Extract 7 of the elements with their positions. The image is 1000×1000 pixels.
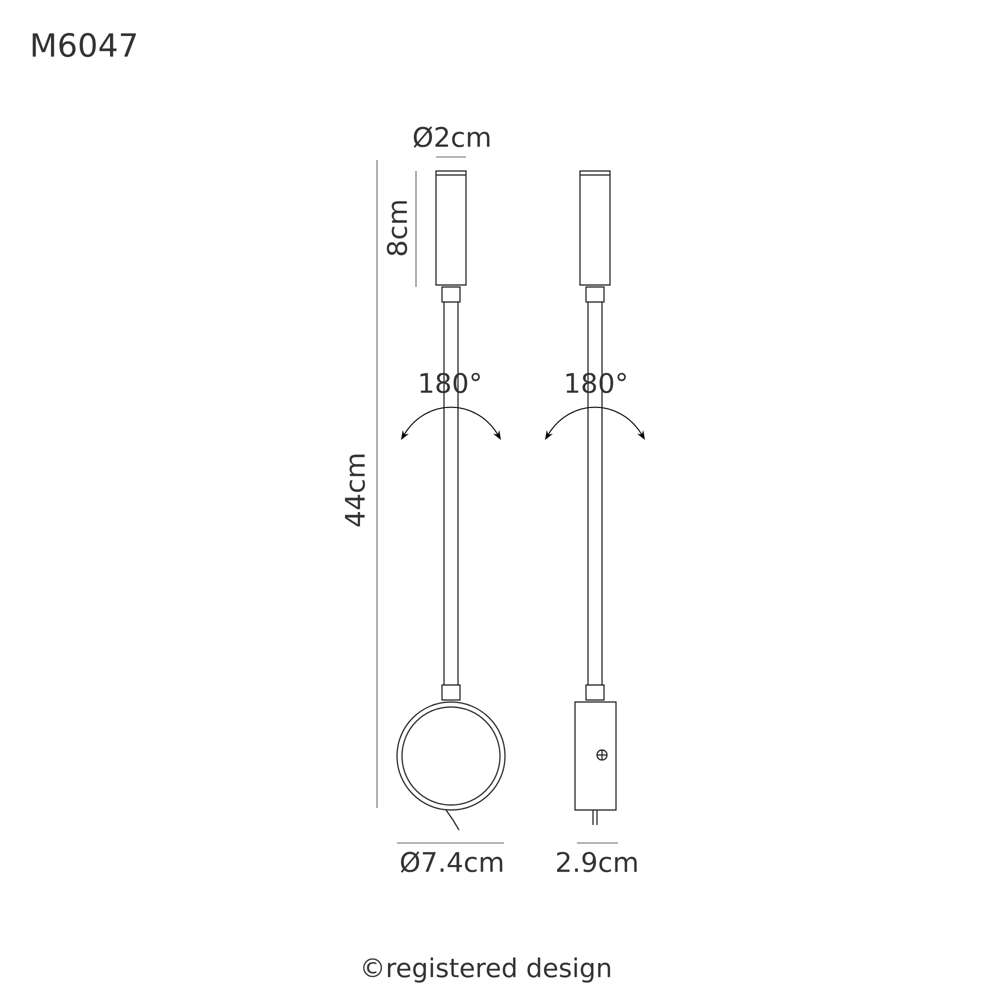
dimension-label: 2.9cm (557, 852, 637, 872)
dimension-label: M6047 (32, 32, 136, 58)
dimension-label: Ø7.4cm (400, 851, 502, 873)
dimension-label: Ø2cm (414, 126, 490, 148)
dimension-label: ©registered design (363, 957, 610, 983)
dimension-label: 44cm (345, 454, 365, 526)
dimension-label: 8cm (386, 201, 408, 256)
